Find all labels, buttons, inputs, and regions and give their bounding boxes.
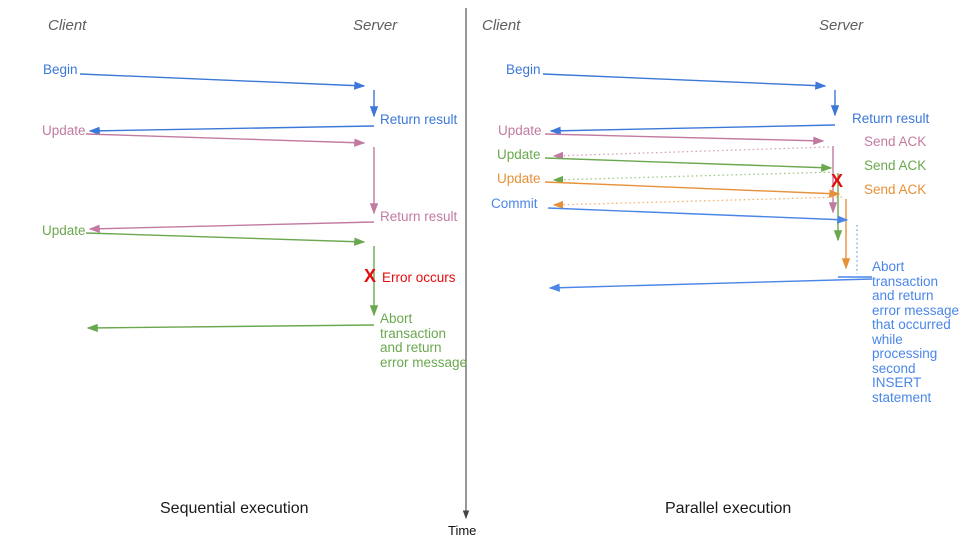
seq-update1-request-arrow [85, 133, 366, 147]
left-return-result-1-label: Return result [380, 112, 458, 127]
seq-begin-request-arrow [79, 73, 366, 90]
left-caption: Sequential execution [160, 500, 309, 517]
par-update2-request-arrow [544, 157, 833, 172]
par-update1-ack-arrow [552, 146, 830, 160]
seq-begin-arrows [79, 73, 379, 136]
left-return-result-2-label: Return result [380, 209, 458, 224]
right-update-1-label: Update [498, 123, 542, 138]
right-begin-label: Begin [506, 62, 541, 77]
par-update1-arrows [544, 133, 838, 214]
par-update3-arrows [544, 181, 851, 270]
left-error-occurs-label: Error occurs [382, 270, 456, 285]
seq-update1-arrows [85, 133, 379, 233]
right-server-header: Server [819, 17, 864, 34]
left-server-header: Server [353, 17, 398, 34]
right-send-ack-2-label: Send ACK [864, 158, 927, 173]
seq-abort-return-arrow [86, 323, 375, 333]
right-client-header: Client [482, 17, 521, 34]
par-begin-arrows [542, 73, 840, 135]
left-update-1-label: Update [42, 123, 86, 138]
right-send-ack-3-label: Send ACK [864, 182, 927, 197]
right-abort-label: Abort transaction and return error messa… [872, 259, 960, 405]
right-return-result-label: Return result [852, 111, 930, 126]
par-update1-request-arrow [544, 133, 825, 145]
right-caption: Parallel execution [665, 500, 792, 517]
par-update3-request-arrow [544, 181, 841, 198]
seq-update1-return-arrow [88, 221, 375, 233]
seq-begin-return-arrow [88, 125, 375, 136]
par-begin-return-arrow [549, 124, 836, 135]
right-error-x-icon: X [831, 171, 844, 191]
par-update2-arrows [544, 157, 843, 242]
par-commit-request-arrow [547, 207, 849, 224]
left-error-x-icon: X [364, 266, 377, 286]
left-client-header: Client [48, 17, 87, 34]
right-commit-label: Commit [491, 196, 538, 211]
left-abort-label: Abort transaction and return error messa… [380, 311, 468, 370]
left-begin-label: Begin [43, 62, 78, 77]
par-begin-request-arrow [542, 73, 827, 90]
par-abort-return-arrow [548, 278, 873, 292]
time-axis-label: Time [448, 523, 477, 538]
right-update-2-label: Update [497, 147, 541, 162]
seq-update2-request-arrow [85, 232, 366, 246]
par-update2-ack-arrow [552, 171, 835, 184]
left-update-2-label: Update [42, 223, 86, 238]
par-commit-arrows [547, 207, 873, 292]
right-update-3-label: Update [497, 171, 541, 186]
seq-update2-arrows [85, 232, 379, 333]
par-update3-ack-arrow [552, 196, 843, 209]
right-send-ack-1-label: Send ACK [864, 134, 927, 149]
